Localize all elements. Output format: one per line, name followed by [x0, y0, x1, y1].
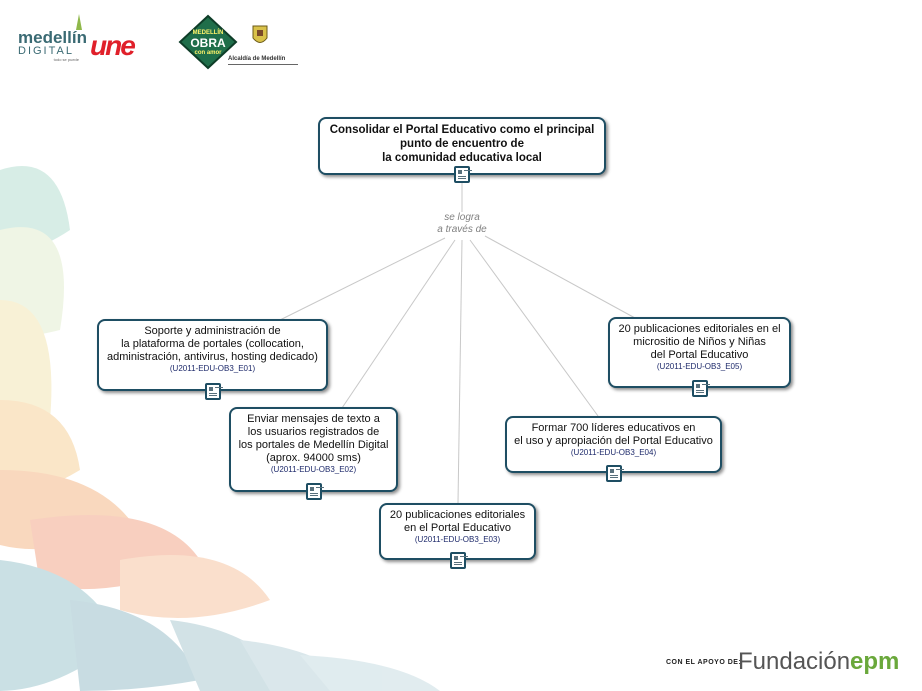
support-prefix: CON EL APOYO DE: — [666, 659, 741, 666]
connector-link-to-e05 — [485, 236, 635, 318]
concept-e02-code: (U2011-EDU-OB3_E02) — [231, 465, 396, 475]
alcaldia-label: Alcaldía de Medellín — [228, 56, 285, 62]
medellin-logo-tagline: todo se puede — [18, 57, 83, 62]
document-icon[interactable] — [205, 383, 221, 400]
concept-e01-code: (U2011-EDU-OB3_E01) — [99, 364, 326, 374]
fundacion-epm-logo: CON EL APOYO DE: Fundación epm — [666, 646, 916, 682]
epm-text: epm — [850, 648, 899, 676]
concept-e01-text: Soporte y administración de la plataform… — [99, 325, 326, 364]
une-logo-text: une — [90, 30, 134, 61]
medellin-digital-logo: medellín DIGITAL todo se puede — [18, 30, 83, 72]
coat-of-arms-icon — [252, 25, 268, 47]
concept-e04-text: Formar 700 líderes educativos en el uso … — [507, 422, 720, 448]
concept-e05-text: 20 publicaciones editoriales en el micro… — [610, 323, 789, 362]
concept-e03-code: (U2011-EDU-OB3_E03) — [381, 535, 534, 545]
document-icon[interactable] — [692, 380, 708, 397]
concept-e03-text: 20 publicaciones editoriales en el Porta… — [381, 509, 534, 535]
une-logo: une — [90, 30, 172, 60]
linking-phrase: se logra a través de — [412, 212, 512, 236]
document-icon[interactable] — [306, 483, 322, 500]
connector-link-to-e02 — [342, 240, 455, 408]
concept-e01: Soporte y administración de la plataform… — [97, 319, 328, 391]
connector-link-to-e01 — [280, 238, 445, 320]
connector-link-to-e03 — [458, 240, 462, 503]
concept-e05-code: (U2011-EDU-OB3_E05) — [610, 362, 789, 372]
concept-e02: Enviar mensajes de texto a los usuarios … — [229, 407, 398, 492]
medellin-logo-title: medellín — [18, 30, 83, 46]
document-icon[interactable] — [454, 166, 470, 183]
medellin-logo-subtitle: DIGITAL — [18, 46, 83, 57]
fundacion-text: Fundación — [738, 648, 850, 676]
root-concept-text: Consolidar el Portal Educativo como el p… — [320, 123, 604, 165]
document-icon[interactable] — [606, 465, 622, 482]
concept-e04-code: (U2011-EDU-OB3_E04) — [507, 448, 720, 458]
alcaldia-logo: Alcaldía de Medellín — [226, 25, 298, 69]
connector-link-to-e04 — [470, 240, 598, 416]
medellin-leaf-icon — [74, 14, 84, 30]
document-icon[interactable] — [450, 552, 466, 569]
concept-e05: 20 publicaciones editoriales en el micro… — [608, 317, 791, 388]
concept-e02-text: Enviar mensajes de texto a los usuarios … — [231, 413, 396, 465]
